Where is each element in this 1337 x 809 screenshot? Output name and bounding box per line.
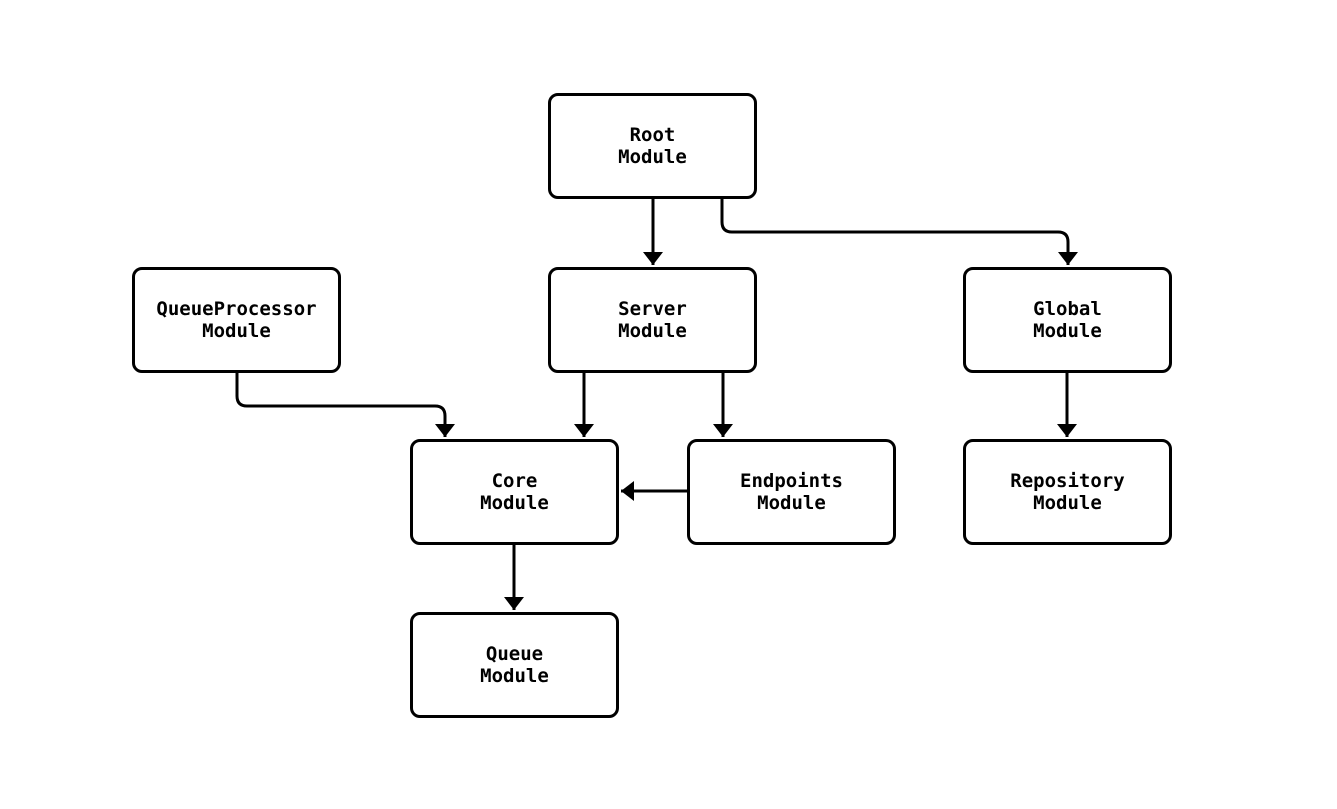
node-repository-module-label: Repository Module xyxy=(1010,470,1125,514)
edge-root-to-global xyxy=(720,198,1078,265)
edge-queueprocessor-to-core xyxy=(235,372,455,437)
node-endpoints-module-label: Endpoints Module xyxy=(740,470,843,514)
node-core-module: Core Module xyxy=(410,439,619,545)
node-global-module-label: Global Module xyxy=(1033,298,1102,342)
node-queueprocessor-module: QueueProcessor Module xyxy=(132,267,341,373)
node-queueprocessor-module-label: QueueProcessor Module xyxy=(156,298,317,342)
node-server-module-label: Server Module xyxy=(618,298,687,342)
node-root-module-label: Root Module xyxy=(618,124,687,168)
node-server-module: Server Module xyxy=(548,267,757,373)
node-queue-module: Queue Module xyxy=(410,612,619,718)
node-core-module-label: Core Module xyxy=(480,470,549,514)
node-root-module: Root Module xyxy=(548,93,757,199)
node-repository-module: Repository Module xyxy=(963,439,1172,545)
node-global-module: Global Module xyxy=(963,267,1172,373)
node-queue-module-label: Queue Module xyxy=(480,643,549,687)
node-endpoints-module: Endpoints Module xyxy=(687,439,896,545)
